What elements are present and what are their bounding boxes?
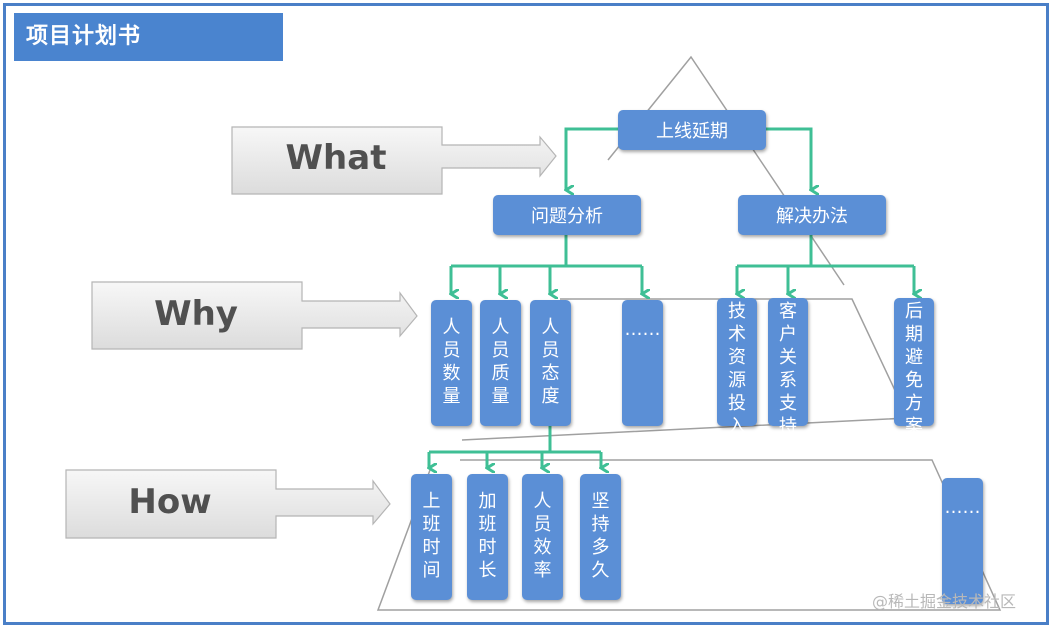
node-how-child-3: 人员效率 (522, 474, 563, 600)
page-title: 项目计划书 (14, 13, 283, 61)
level-label-why: Why (154, 294, 238, 334)
node-solution-child-2: 客户关系支持 (768, 298, 808, 437)
pyramid-mid-layer (461, 298, 910, 441)
node-solution: 解决办法 (738, 195, 886, 235)
node-how-child-4: 坚持多久 (580, 474, 621, 600)
what-arrow (231, 126, 557, 195)
connector-root-solution (766, 127, 811, 190)
node-solution-child-3: 后期避免方案 (894, 298, 934, 437)
node-how-extra: …… (942, 478, 983, 604)
node-analysis-child-1: 人员数量 (431, 300, 472, 426)
node-analysis-child-4: …… (622, 300, 663, 426)
node-root: 上线延期 (618, 110, 766, 150)
connector-root-analysis (566, 127, 618, 190)
why-arrow (91, 281, 418, 350)
node-solution-child-1: 技术资源投入 (717, 298, 757, 437)
watermark: @稀土掘金技术社区 (872, 592, 1017, 611)
pyramid-bottom-layer (376, 459, 1002, 611)
node-how-child-1: 上班时间 (411, 474, 452, 600)
pyramid-top-layer (607, 55, 845, 286)
node-how-child-2: 加班时长 (467, 474, 508, 600)
node-analysis-child-3: 人员态度 (530, 300, 571, 426)
connector-how-bus (429, 426, 601, 454)
node-analysis-child-2: 人员质量 (480, 300, 521, 426)
connector-analysis-bus (451, 235, 642, 268)
how-arrow (65, 469, 391, 539)
node-analysis: 问题分析 (493, 195, 641, 235)
level-label-how: How (128, 482, 212, 522)
connector-solution-bus (737, 235, 914, 268)
connectors (429, 127, 914, 468)
level-label-what: What (285, 138, 387, 178)
